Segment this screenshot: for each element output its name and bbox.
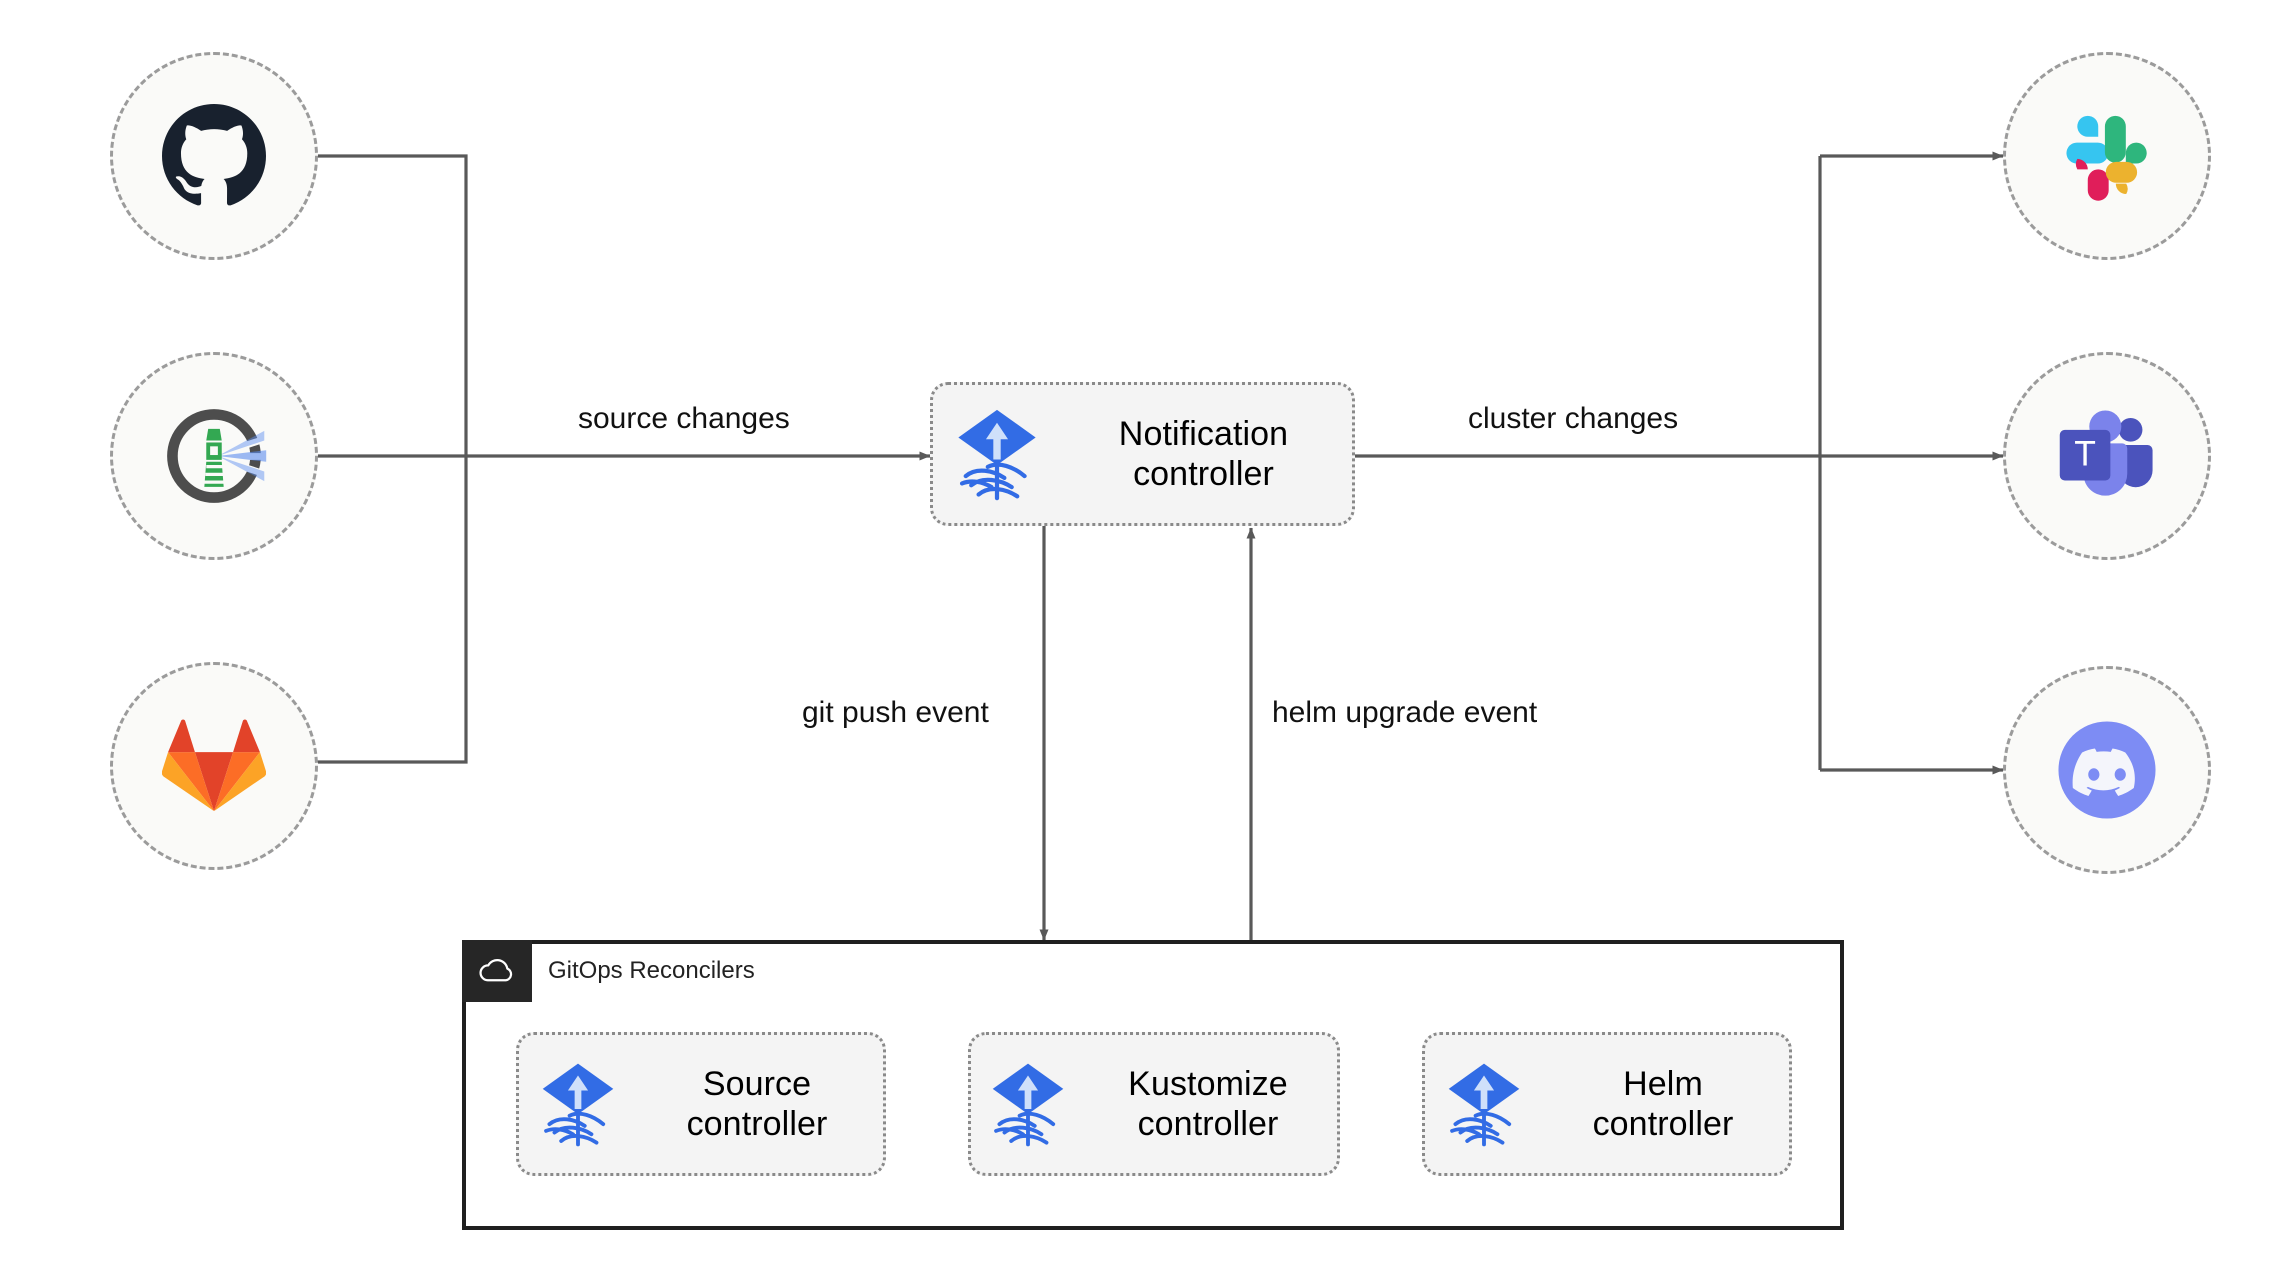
slack-icon (2066, 115, 2147, 201)
flux-logo-icon (933, 406, 1061, 502)
flux-logo-icon (971, 1059, 1085, 1149)
source-controller-line1: Source (702, 1064, 812, 1103)
source-gitlab[interactable] (110, 662, 318, 870)
notification-controller-node[interactable]: Notification controller (930, 382, 1355, 526)
target-ms-teams[interactable]: T (2003, 352, 2211, 560)
discord-icon (2058, 721, 2156, 819)
kustomize-controller-label: Kustomize controller (1085, 1064, 1337, 1144)
notification-controller-line2: controller (1133, 455, 1274, 493)
helm-controller-node[interactable]: Helm controller (1422, 1032, 1792, 1176)
container-title: GitOps Reconcilers (548, 957, 755, 984)
edge-label-cluster-changes: cluster changes (1468, 402, 1679, 435)
helm-controller-label: Helm controller (1543, 1064, 1789, 1144)
github-icon (162, 104, 266, 206)
edge-label-helm-upgrade-event: helm upgrade event (1272, 696, 1538, 729)
flux-logo-icon (1425, 1059, 1543, 1149)
target-discord[interactable] (2003, 666, 2211, 874)
source-github[interactable] (110, 52, 318, 260)
notification-controller-label: Notification controller (1061, 414, 1352, 494)
source-controller-label: Source controller (637, 1064, 883, 1144)
kustomize-controller-node[interactable]: Kustomize controller (968, 1032, 1340, 1176)
source-flux[interactable] (110, 352, 318, 560)
svg-text:T: T (2074, 433, 2096, 473)
cloud-icon (479, 959, 513, 982)
edge-label-source-changes: source changes (578, 402, 790, 435)
target-slack[interactable] (2003, 52, 2211, 260)
flux-logo-icon (519, 1059, 637, 1149)
wire-notification-to-targets (1355, 151, 2004, 775)
container-tab (462, 940, 532, 1002)
helm-controller-line2: controller (1592, 1105, 1734, 1143)
source-controller-line2: controller (686, 1105, 828, 1143)
helm-controller-line1: Helm (1623, 1064, 1703, 1103)
gitlab-icon (162, 719, 266, 812)
notification-controller-line1: Notification (1118, 414, 1289, 453)
wire-sources-to-notification (214, 154, 931, 764)
flux-lighthouse-icon (167, 409, 271, 503)
source-controller-node[interactable]: Source controller (516, 1032, 886, 1176)
kustomize-controller-line1: Kustomize (1128, 1064, 1288, 1103)
edge-label-git-push-event: git push event (802, 696, 989, 729)
kustomize-controller-line2: controller (1137, 1105, 1279, 1143)
ms-teams-icon: T (2059, 410, 2153, 496)
